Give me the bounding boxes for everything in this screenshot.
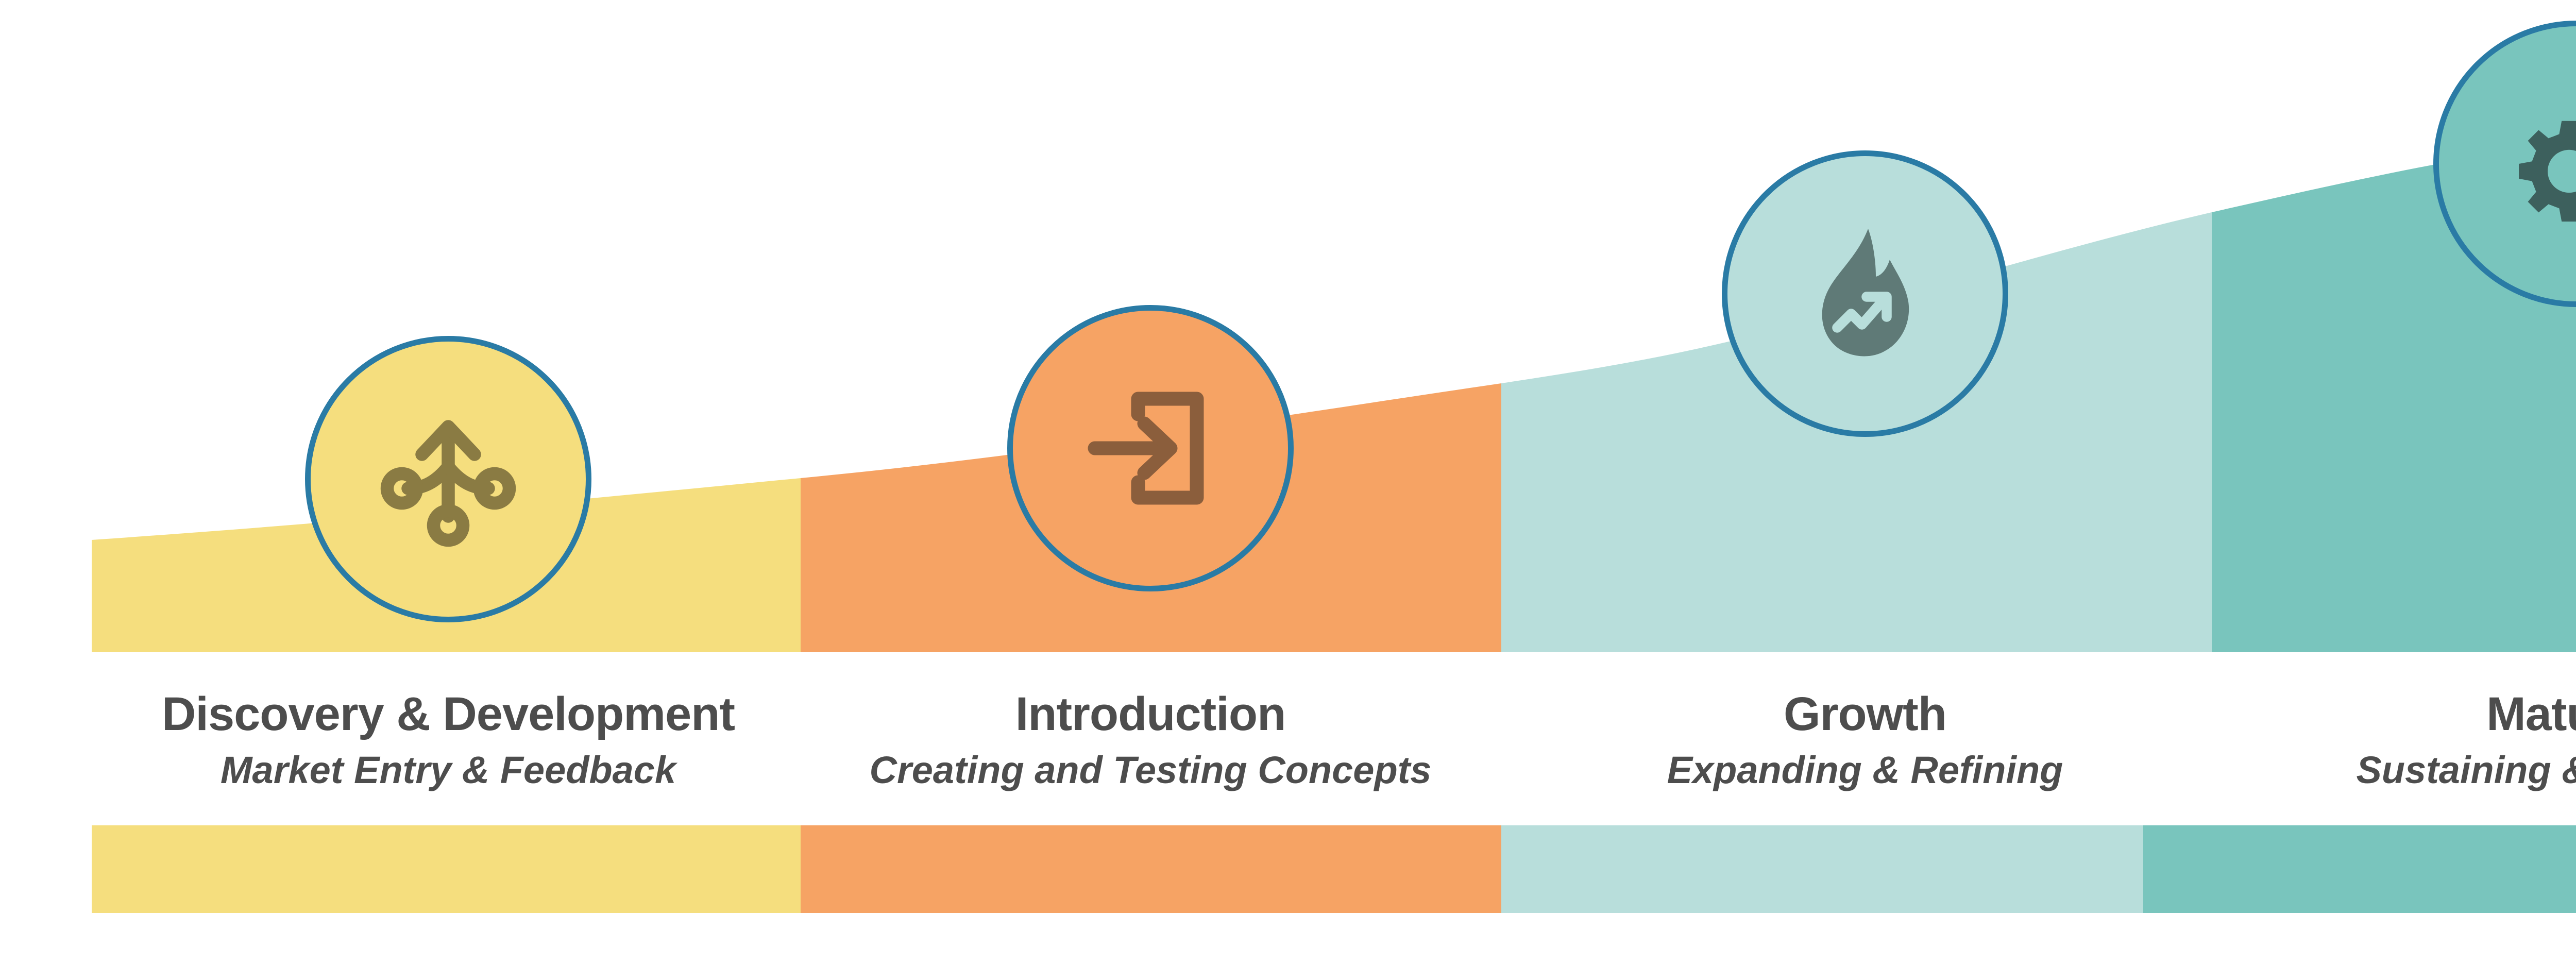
stage-icon-circle-introduction[interactable] [1007,305,1294,591]
curve-band-growth [1501,126,2212,653]
small-gear-icon [2574,132,2576,145]
bottom-bar-segment-discovery-development [92,825,801,913]
login-enter-icon [1088,392,1204,505]
bottom-bar-segment-growth [1501,825,2143,913]
stage-title-discovery-development: Discovery & Development [161,688,735,740]
stage-subtitle-discovery-development: Market Entry & Feedback [220,749,676,791]
gears-icon [2519,121,2576,222]
bottom-bar-segment-introduction [801,825,1501,913]
stage-label-introduction: Introduction Creating and Testing Concep… [702,690,1599,789]
stage-label-growth: Growth Expanding & Refining [1417,690,2313,789]
flame-trending-up-icon [1822,229,1909,357]
stage-title-maturity: Maturity [2486,688,2576,740]
stage-label-discovery-development: Discovery & Development Market Entry & F… [0,690,896,789]
bottom-bar-group [92,825,2576,913]
stage-icon-circle-discovery-development[interactable] [305,336,591,622]
stage-subtitle-growth: Expanding & Refining [1667,749,2063,791]
stage-label-maturity: Maturity Sustaining & Optimizing [2128,690,2576,789]
stage-icon-circle-growth[interactable] [1722,150,2008,437]
stage-title-introduction: Introduction [1015,688,1286,740]
merge-arrow-nodes-icon [380,420,516,547]
stage-title-growth: Growth [1784,688,1947,740]
stage-subtitle-maturity: Sustaining & Optimizing [2356,749,2576,791]
bottom-bar-segment-maturity [2143,825,2576,913]
stage-subtitle-introduction: Creating and Testing Concepts [869,749,1432,791]
large-gear-icon [2519,121,2576,222]
